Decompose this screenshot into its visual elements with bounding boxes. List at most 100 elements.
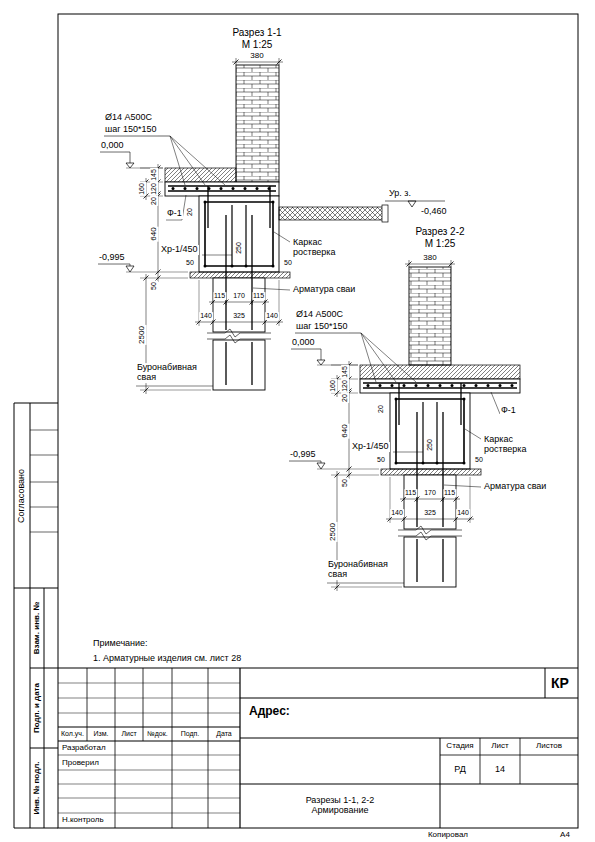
label: 50 (341, 478, 349, 488)
leader-line (327, 583, 404, 584)
label: 325 (232, 312, 246, 320)
dim-tick (224, 300, 229, 305)
dim-tick (263, 320, 268, 325)
label: 145 (150, 168, 158, 182)
label: 160 (138, 182, 146, 196)
label: 145 (341, 365, 349, 379)
label: 250 (426, 438, 434, 452)
label: 120 (341, 379, 349, 393)
ground-strip (279, 207, 385, 220)
label: Кол.уч. (60, 730, 85, 738)
pile-rebar (251, 342, 252, 385)
title-block-line (115, 741, 116, 828)
label: Изм. (93, 730, 110, 738)
leader-line (274, 232, 290, 242)
stamp-line (30, 507, 58, 508)
label: 120 (150, 182, 158, 196)
rebar-dot (379, 384, 382, 387)
bored-pile (213, 278, 265, 332)
title-block-line (58, 798, 240, 799)
rebar-dot (463, 462, 466, 465)
label: Арматура сваи (292, 285, 356, 295)
stamp-line (44, 588, 45, 828)
section-drawing (98, 58, 445, 394)
title-block-line (172, 668, 173, 741)
dim-extension (140, 278, 188, 279)
pile-rebar (442, 412, 443, 527)
rebar-dot (395, 398, 398, 401)
label: 640 (341, 423, 350, 438)
dim-line (400, 499, 460, 500)
stamp-line (30, 455, 58, 456)
label: 380 (422, 254, 437, 263)
title-block-line (58, 698, 240, 699)
label: 380 (249, 52, 264, 61)
label: 2500 (138, 325, 147, 345)
title-block-line (58, 813, 240, 814)
label: А4 (559, 831, 571, 840)
leader-line (361, 333, 376, 382)
break-line (207, 329, 271, 337)
rebar-dot (245, 265, 248, 268)
level-line (126, 272, 188, 273)
rebar-dot (367, 384, 370, 387)
label: 50 (474, 456, 484, 464)
pile-rebar (416, 539, 417, 582)
title-block-line (545, 668, 546, 698)
rebar-dot (463, 398, 466, 401)
slab-rebar (460, 383, 461, 425)
label: Примечание: (92, 639, 149, 649)
dim-tick (211, 320, 216, 325)
label: Листов (535, 742, 563, 751)
dim-extension (417, 496, 418, 502)
level-line (317, 469, 379, 470)
dim-tick (415, 497, 420, 502)
label: Арматура сваи (483, 482, 547, 492)
title-block-line (208, 741, 209, 828)
level-line (317, 365, 358, 366)
dim-tick (234, 60, 239, 65)
stamp-line (30, 482, 58, 483)
label: 20 (150, 196, 158, 206)
rebar-dot (204, 201, 207, 204)
label: 50 (185, 259, 195, 267)
stamp-line (30, 430, 58, 431)
brick-wall (409, 267, 451, 365)
dim-extension (331, 587, 402, 588)
stamp-line (30, 532, 58, 533)
grillage-cage (396, 399, 464, 463)
pile-rebar (225, 342, 226, 385)
grillage-cage (205, 202, 273, 266)
section-drawing (289, 260, 520, 591)
ground-end (382, 205, 388, 222)
dim-extension (331, 475, 379, 476)
dim-tick (263, 300, 268, 305)
title-block-line (58, 755, 240, 756)
title-block-line (58, 713, 240, 714)
leader-line (170, 136, 225, 185)
rebar-dot (427, 384, 430, 387)
dim-line (386, 519, 474, 520)
leader-line (361, 333, 396, 382)
dim-line (209, 302, 269, 303)
dim-tick (402, 517, 407, 522)
label: 20 (341, 393, 349, 403)
grillage-rebar (245, 205, 246, 266)
label: Проверил (61, 759, 100, 768)
concrete-base (190, 272, 290, 278)
title-block-line (58, 784, 240, 785)
grillage-rebar (436, 402, 437, 463)
level-mark (98, 264, 130, 266)
label: 115 (213, 292, 226, 300)
leader-line (170, 136, 205, 185)
rebar-dot (415, 384, 418, 387)
rebar-dot (231, 265, 234, 268)
bored-pile (404, 475, 456, 529)
label: шаг 150*150 (104, 125, 158, 135)
dim-extension (443, 496, 444, 502)
label: 170 (232, 292, 246, 300)
level-mark (408, 201, 416, 207)
label: 140 (265, 312, 279, 320)
